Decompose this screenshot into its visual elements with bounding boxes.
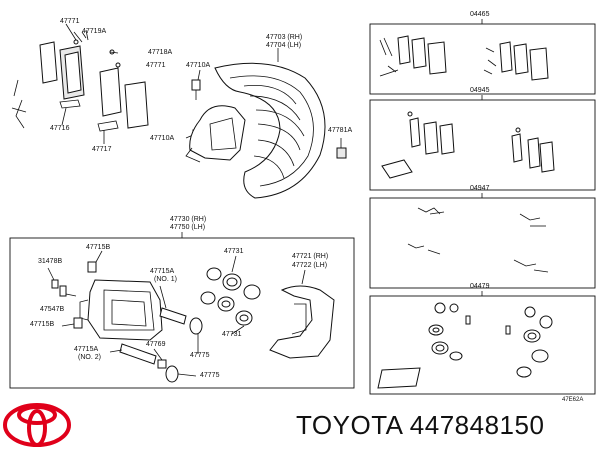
label-47717: 47717 xyxy=(92,146,112,153)
label-47781a: 47781A xyxy=(328,127,353,134)
slide-pin-47715a xyxy=(119,307,187,365)
label-47715a-no2: 47715A xyxy=(74,346,99,353)
label-no1: (NO. 1) xyxy=(154,276,177,283)
label-47716: 47716 xyxy=(50,125,70,132)
disc-brake-dust-cover xyxy=(214,48,326,199)
label-47715a-no1: 47715A xyxy=(150,268,175,275)
caliper-support-top xyxy=(185,105,246,163)
label-47731-top: 47731 xyxy=(224,248,244,255)
label-47722: 47722 (LH) xyxy=(292,262,328,269)
label-47750: 47750 (LH) xyxy=(170,224,206,231)
box-04947 xyxy=(369,197,596,289)
kit-04945-drawing xyxy=(381,111,555,179)
caliper-body xyxy=(79,279,163,341)
label-47771: 47771 xyxy=(60,18,80,25)
bolt-47710a-top xyxy=(191,69,201,100)
toyota-logo xyxy=(3,403,71,447)
label-47775-b: 47775 xyxy=(200,372,220,379)
label-31478b: 31478B xyxy=(38,258,63,265)
label-no2: (NO. 2) xyxy=(78,354,101,361)
brand-part-number: TOYOTA 447848150 xyxy=(296,410,545,440)
label-04479: 04479 xyxy=(470,283,490,290)
box-04945 xyxy=(369,99,596,191)
label-04945: 04945 xyxy=(470,87,490,94)
brake-pad-left-group xyxy=(11,29,149,132)
bolt-47781a xyxy=(336,138,347,159)
label-04947: 04947 xyxy=(470,185,490,192)
label-47731-bottom: 47731 xyxy=(222,331,242,338)
label-47730: 47730 (RH) xyxy=(170,216,207,223)
label-47719a: 47719A xyxy=(82,28,107,35)
bleeder-47547b xyxy=(59,285,67,297)
bush-47769 xyxy=(157,359,167,369)
label-47775-a: 47775 xyxy=(190,352,210,359)
caliper-support-47721 xyxy=(269,285,335,359)
label-47703: 47703 (RH) xyxy=(266,34,303,41)
label-47710a-top: 47710A xyxy=(186,62,211,69)
label-47718a: 47718A xyxy=(148,49,173,56)
figure-number: 47E62A xyxy=(562,397,584,403)
label-47547b: 47547B xyxy=(40,306,65,313)
label-47710a-bottom: 47710A xyxy=(150,135,175,142)
kit-04479-drawing xyxy=(377,302,553,389)
boot-47775 xyxy=(165,317,203,383)
label-47771-b: 47771 xyxy=(146,62,166,69)
piston-seals-47731 xyxy=(200,267,261,326)
label-47769: 47769 xyxy=(146,341,166,348)
label-47715b: 47715B xyxy=(86,244,111,251)
box-04479 xyxy=(369,295,596,395)
kit-04947-drawing xyxy=(407,207,549,273)
label-47715b-2: 47715B xyxy=(30,321,55,328)
label-04465: 04465 xyxy=(470,11,490,18)
box-04465 xyxy=(369,23,596,95)
kit-04465-drawing xyxy=(379,35,549,81)
bolt-47715b xyxy=(73,261,97,329)
label-47704: 47704 (LH) xyxy=(266,42,302,49)
bleeder-plug-31478b xyxy=(47,267,59,289)
label-47721: 47721 (RH) xyxy=(292,253,329,260)
